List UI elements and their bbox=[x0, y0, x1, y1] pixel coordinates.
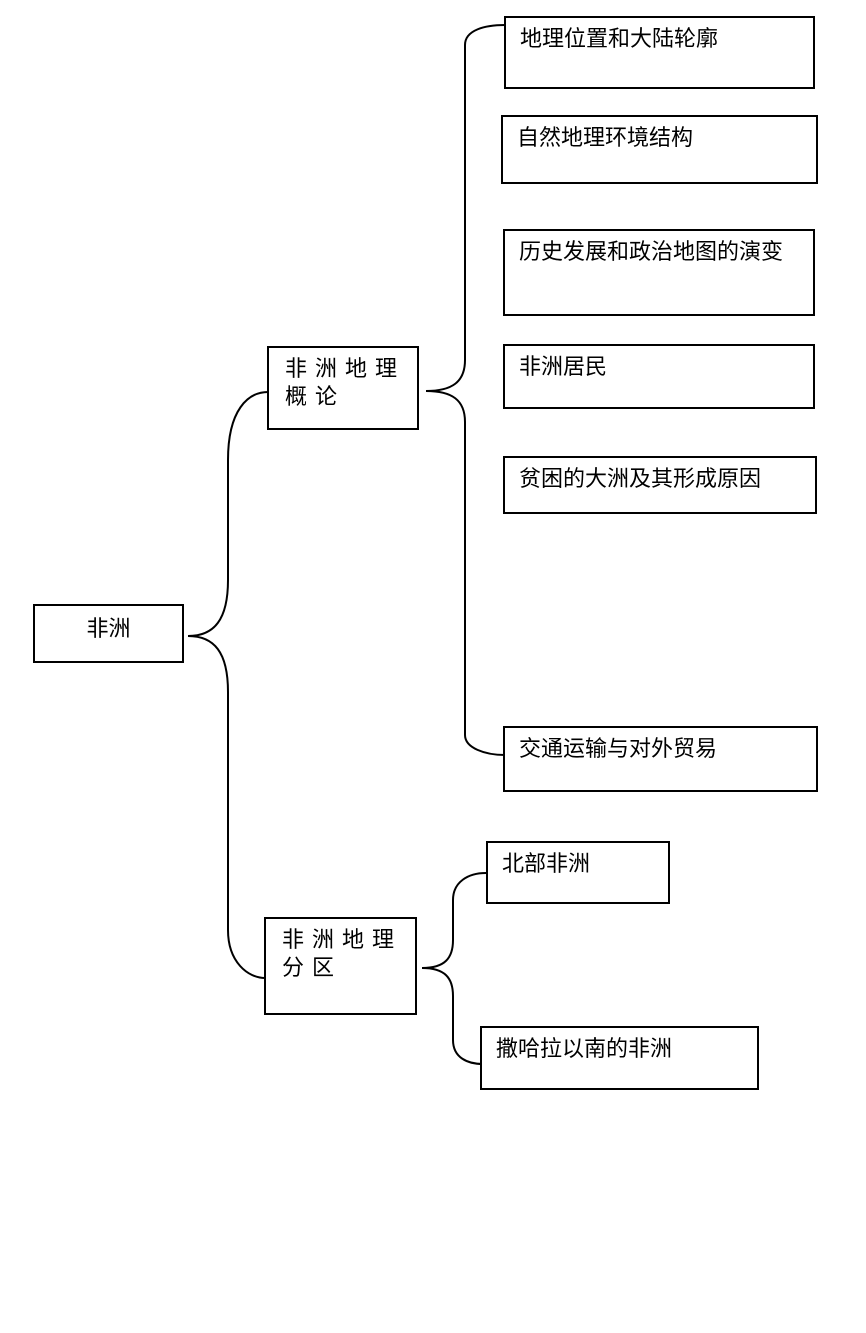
branch-1-brace bbox=[425, 24, 506, 756]
branch-label: 非洲地理分区 bbox=[282, 928, 403, 981]
leaf-node: 贫困的大洲及其形成原因 bbox=[503, 456, 817, 514]
branch-2-brace bbox=[421, 872, 487, 1065]
branch-node-regions: 非洲地理分区 bbox=[264, 917, 417, 1015]
leaf-label: 贫困的大洲及其形成原因 bbox=[519, 467, 762, 492]
leaf-label: 自然地理环境结构 bbox=[517, 126, 694, 151]
leaf-label: 撒哈拉以南的非洲 bbox=[496, 1037, 673, 1062]
leaf-node: 北部非洲 bbox=[486, 841, 670, 904]
leaf-label: 北部非洲 bbox=[502, 852, 591, 877]
leaf-node: 非洲居民 bbox=[503, 344, 815, 409]
leaf-node: 历史发展和政治地图的演变 bbox=[503, 229, 815, 316]
root-label: 非洲 bbox=[86, 617, 131, 642]
root-node: 非洲 bbox=[33, 604, 184, 663]
leaf-label: 交通运输与对外贸易 bbox=[519, 737, 718, 762]
branch-node-overview: 非洲地理概论 bbox=[267, 346, 419, 430]
leaf-label: 非洲居民 bbox=[519, 355, 608, 380]
leaf-label: 历史发展和政治地图的演变 bbox=[519, 240, 784, 265]
leaf-node: 地理位置和大陆轮廓 bbox=[504, 16, 815, 89]
root-brace bbox=[187, 391, 269, 979]
leaf-node: 自然地理环境结构 bbox=[501, 115, 818, 184]
leaf-node: 撒哈拉以南的非洲 bbox=[480, 1026, 759, 1090]
branch-label: 非洲地理概论 bbox=[285, 357, 406, 410]
leaf-label: 地理位置和大陆轮廓 bbox=[520, 27, 719, 52]
leaf-node: 交通运输与对外贸易 bbox=[503, 726, 818, 792]
